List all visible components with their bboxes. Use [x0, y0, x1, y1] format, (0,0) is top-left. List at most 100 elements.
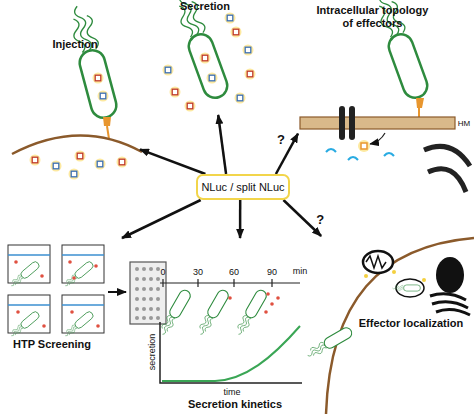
- kinetics-illustration: [162, 279, 163, 287]
- process-box: NLuc / split NLuc: [196, 174, 290, 200]
- htp-illustration: [96, 324, 100, 328]
- htp-illustration: [142, 316, 146, 320]
- htp-illustration: [62, 304, 104, 306]
- axis-label: 60: [229, 267, 239, 277]
- localization-illustration: [326, 238, 474, 414]
- connector-arrow: [239, 200, 242, 238]
- htp-illustration: [149, 267, 153, 271]
- kinetics-illustration: [196, 288, 231, 337]
- localization-illustration: [366, 256, 386, 268]
- injection-illustration: [98, 91, 109, 102]
- kinetics-illustration: [158, 288, 193, 337]
- axis-label: 30: [193, 267, 203, 277]
- htp-illustration: [94, 264, 98, 268]
- localization-illustration: [363, 251, 393, 273]
- secretion-illustration: [200, 53, 211, 64]
- htp-illustration: [8, 304, 50, 306]
- htp-illustration: [9, 310, 41, 338]
- htp-illustration: [149, 277, 153, 281]
- localization-illustration: [422, 278, 426, 282]
- htp-illustration: [63, 260, 95, 288]
- htp-illustration: [156, 297, 160, 301]
- htp-illustration: [142, 287, 146, 291]
- htp-illustration: [149, 297, 153, 301]
- htp-illustration: [42, 324, 46, 328]
- edge-label: ?: [277, 133, 285, 147]
- edge-label: ?: [316, 213, 324, 227]
- htp-illustration: [156, 277, 160, 281]
- panel-title: Secretion kinetics: [150, 398, 320, 411]
- localization-illustration: [436, 310, 470, 315]
- htp-illustration: [130, 262, 166, 324]
- htp-illustration: [135, 287, 139, 291]
- injection-illustration: [65, 3, 119, 121]
- htp-illustration: [142, 267, 146, 271]
- localization-illustration: [430, 294, 466, 300]
- topology-illustration: [300, 0, 470, 192]
- injection-illustration: [69, 169, 80, 180]
- secretion-illustration: [207, 73, 218, 84]
- secretion-illustration: [243, 45, 254, 56]
- htp-illustration: [135, 297, 139, 301]
- kinetics-illustration: [270, 302, 274, 306]
- htp-illustration: [40, 274, 44, 278]
- topology-illustration: [416, 98, 424, 108]
- htp-illustration: [149, 316, 153, 320]
- kinetics-illustration: [234, 288, 269, 337]
- topology-illustration: [370, 133, 385, 144]
- htp-illustration: [135, 277, 139, 281]
- topology-illustration: [349, 106, 355, 140]
- secretion-illustration: [225, 13, 236, 24]
- injection-illustration: [117, 157, 128, 168]
- panel-title: HTP Screening: [2, 338, 102, 351]
- injection-illustration: [75, 151, 86, 162]
- localization-illustration: [392, 270, 396, 274]
- htp-illustration: [149, 287, 153, 291]
- injection-illustration: [107, 126, 109, 139]
- panel-group: Intracellular topology of effectors: [298, 4, 458, 184]
- localization-illustration: [436, 257, 464, 293]
- htp-illustration: [72, 276, 76, 280]
- topology-illustration: [326, 149, 336, 152]
- injection-illustration: [103, 117, 111, 126]
- htp-illustration: [9, 260, 41, 288]
- htp-illustration: [135, 316, 139, 320]
- htp-illustration: [142, 297, 146, 301]
- htp-illustration: [142, 277, 146, 281]
- connector-arrow: [218, 115, 226, 174]
- kinetics-illustration: [197, 279, 198, 287]
- axis-label: 0: [160, 267, 165, 277]
- htp-illustration: [149, 307, 153, 311]
- topology-illustration: [348, 157, 358, 160]
- topology-illustration: [300, 117, 455, 129]
- secretion-illustration: [163, 65, 174, 76]
- secretion-illustration: [185, 101, 196, 112]
- htp-illustration: [135, 267, 160, 320]
- topology-illustration: [358, 140, 370, 152]
- htp-illustration: [14, 260, 18, 264]
- kinetics-illustration: [160, 322, 302, 383]
- htp-illustration: [156, 307, 160, 311]
- kinetics-illustration: [158, 279, 302, 383]
- kinetics-illustration: [276, 296, 280, 300]
- axis-label: 90: [267, 267, 277, 277]
- topology-illustration: [339, 106, 345, 140]
- injection-illustration: [30, 155, 41, 166]
- kinetics-illustration: [162, 326, 300, 381]
- injection-illustration: [12, 3, 142, 180]
- panel-group: Injection: [5, 36, 140, 176]
- secretion-illustration: [170, 87, 181, 98]
- connector-arrow: [122, 200, 201, 238]
- htp-illustration: [135, 307, 139, 311]
- htp-illustration: [63, 310, 95, 338]
- panel-title: Intracellular topology of effectors: [310, 4, 435, 30]
- htp-illustration: [16, 310, 20, 314]
- htp-illustration: [108, 291, 126, 293]
- htp-illustration: [70, 310, 74, 314]
- connector-arrow: [140, 149, 205, 174]
- htp-illustration: [62, 245, 104, 283]
- htp-illustration: [62, 295, 104, 333]
- htp-illustration: [156, 287, 160, 291]
